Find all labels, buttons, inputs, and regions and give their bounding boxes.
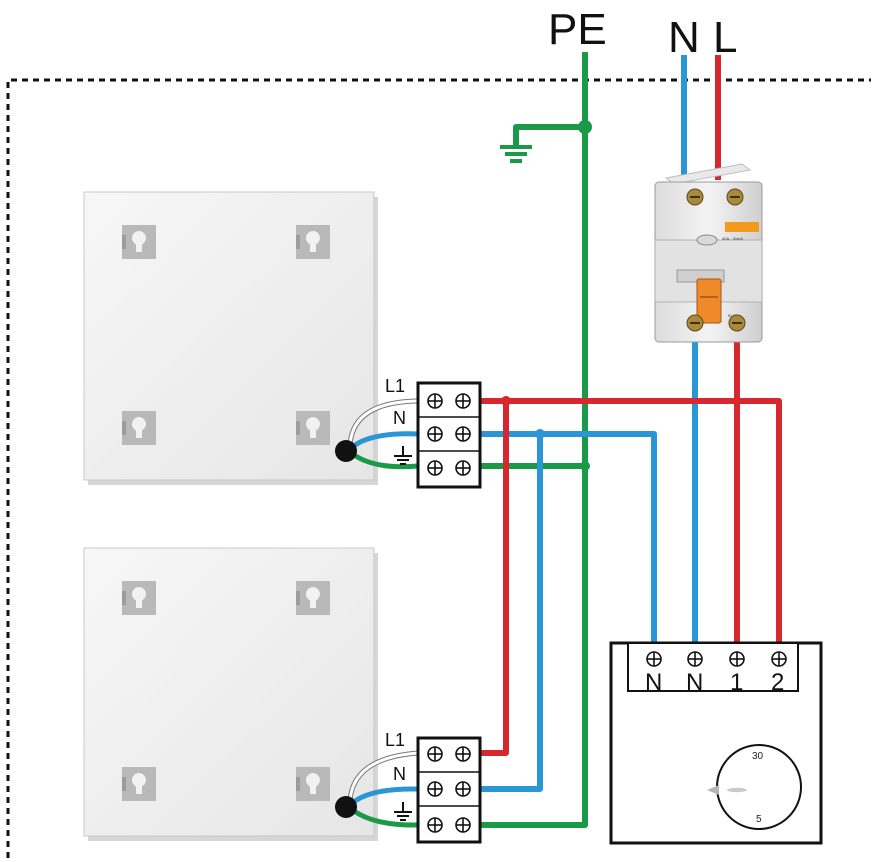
terminal-screw	[455, 426, 471, 442]
pe-junction-dot	[580, 461, 590, 471]
terminal-screw	[427, 460, 443, 476]
mounting-bracket	[122, 225, 156, 259]
terminal-screw	[455, 393, 471, 409]
terminal-screw	[427, 781, 443, 797]
thermostat-screw	[646, 651, 662, 667]
pe-label: PE	[548, 5, 607, 54]
terminal-screw	[455, 746, 471, 762]
ground-symbol	[500, 145, 532, 163]
mounting-bracket	[122, 767, 156, 801]
heater-2-terminal-block	[416, 736, 482, 844]
heater-2-l1-label: L1	[385, 730, 405, 750]
mounting-bracket	[122, 411, 156, 445]
dial-min-label: 5	[756, 814, 762, 825]
thermostat-terminal-label: 2	[771, 669, 784, 696]
n-label: N	[668, 13, 700, 62]
thermostat: N N 1 2 30 5	[609, 641, 823, 845]
thermostat-screw	[687, 651, 703, 667]
pe-junction-dot	[578, 120, 592, 134]
terminal-screw	[427, 817, 443, 833]
rcd-breaker: 40A - 30mA ID 2P	[654, 163, 763, 343]
thermostat-terminal-label: 1	[730, 669, 743, 696]
heater-1-earth-icon	[394, 446, 412, 465]
heater-1-l1-label: L1	[385, 376, 405, 396]
cable-grommet	[335, 796, 357, 818]
dial-max-label: 30	[752, 751, 764, 762]
terminal-screw	[427, 393, 443, 409]
l-label: L	[713, 13, 737, 62]
dial-pointer-icon	[707, 785, 719, 795]
rcd-rating: 40A - 30mA	[722, 236, 743, 241]
mounting-bracket	[122, 581, 156, 615]
heater-panel-1	[83, 191, 378, 485]
terminal-screw	[455, 781, 471, 797]
heater-panel-2	[83, 547, 378, 841]
heater-2-earth-icon	[394, 802, 412, 821]
thermostat-screw	[729, 651, 745, 667]
heater-1-n-label: N	[393, 408, 406, 428]
thermostat-screw	[771, 651, 787, 667]
live-junction-dot	[501, 396, 511, 406]
cable-grommet	[335, 440, 357, 462]
neutral-junction-dot	[535, 429, 545, 439]
mounting-bracket	[296, 225, 330, 259]
terminal-screw	[427, 746, 443, 762]
heater-1-terminal-block	[416, 381, 482, 489]
terminal-screw	[455, 817, 471, 833]
live-wiring	[480, 55, 782, 756]
mounting-bracket	[296, 581, 330, 615]
dial-indicator	[727, 787, 747, 793]
thermostat-terminal-label: N	[686, 669, 703, 696]
thermostat-terminal-label: N	[645, 669, 662, 696]
heater-2-n-label: N	[393, 764, 406, 784]
terminal-screw	[427, 426, 443, 442]
mounting-bracket	[296, 411, 330, 445]
terminal-screw	[455, 460, 471, 476]
mounting-bracket	[296, 767, 330, 801]
